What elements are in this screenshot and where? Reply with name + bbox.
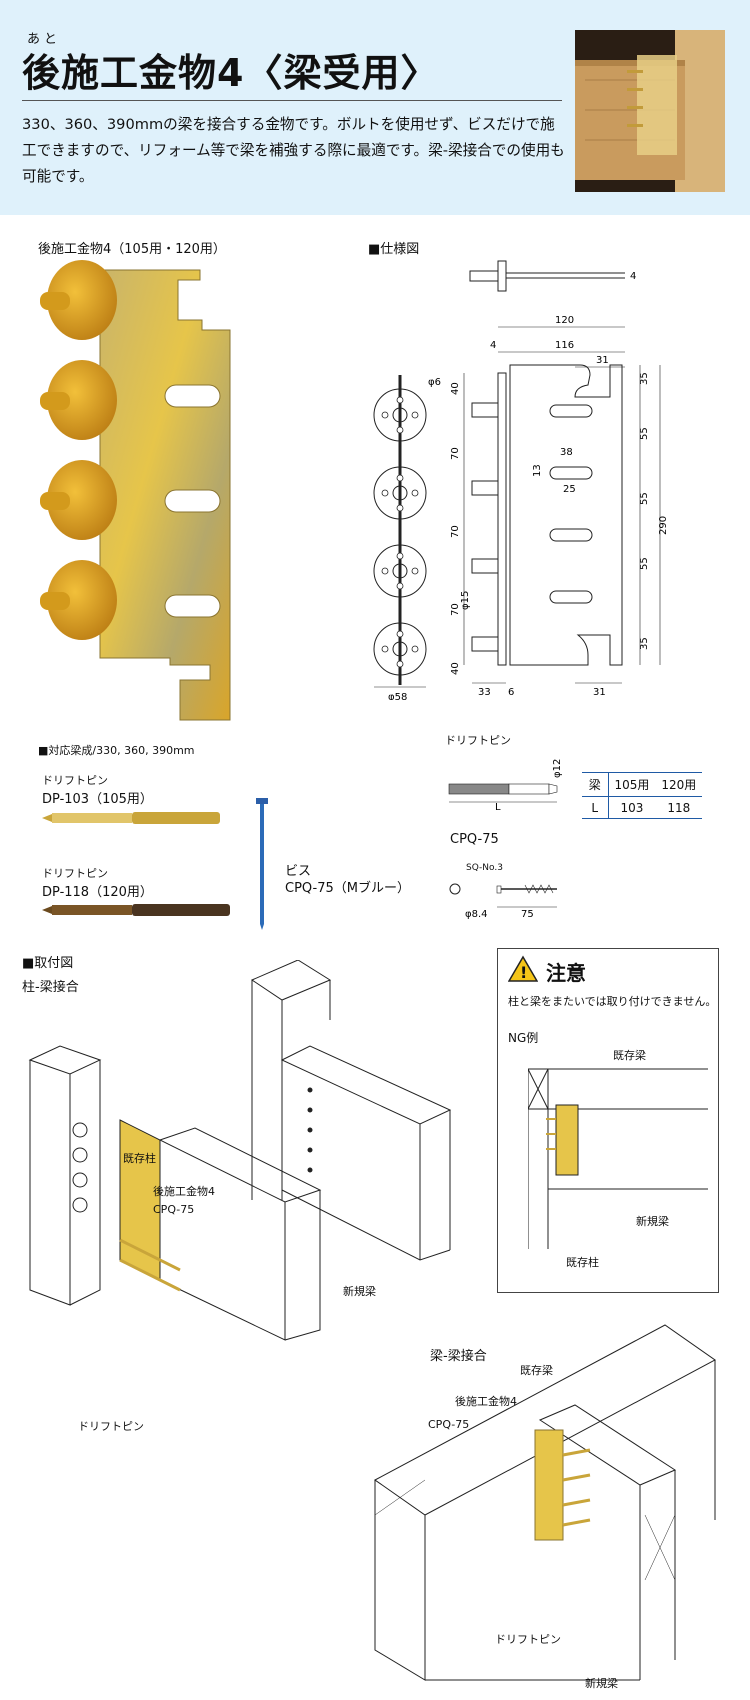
cpq-drawing: φ8.4 75 <box>449 883 557 920</box>
product-photo <box>40 260 231 721</box>
dim-116: 116 <box>555 340 574 351</box>
dim-25: 25 <box>563 484 576 495</box>
drift-pin-L: L <box>495 802 501 810</box>
cpq-75: 75 <box>521 909 534 920</box>
dim-70-1: 70 <box>450 447 461 460</box>
phi15: φ15 <box>460 591 471 610</box>
cpq-label: CPQ-75 <box>153 1203 195 1216</box>
dim-31-top: 31 <box>596 355 609 366</box>
dim-13: 13 <box>532 464 543 477</box>
bb-metal: 後施工金物4 <box>455 1395 517 1408</box>
dim-70-3: 70 <box>450 603 461 616</box>
header-band: あと 後施工金物4〈梁受用〉 330、360、390mmの梁を接合する金物です。… <box>0 0 750 215</box>
page-title: 後施工金物4〈梁受用〉 <box>22 51 440 95</box>
dim-4-top: 4 <box>630 271 636 282</box>
existing-column-label: 既存柱 <box>123 1152 156 1165</box>
caution-new-beam: 新規梁 <box>636 1215 669 1228</box>
header-photo <box>575 30 725 192</box>
warning-icon: ! <box>508 955 538 982</box>
table-header-cell: 120用 <box>655 772 703 797</box>
svg-text:!: ! <box>520 963 527 982</box>
ng-example-drawing <box>528 1068 708 1249</box>
caution-ng: NG例 <box>508 1031 539 1045</box>
beam-height-note: ■対応梁成/330, 360, 390mm <box>38 744 195 757</box>
install-title: ■取付図 <box>22 956 74 971</box>
drift-pin-label: ドリフトピン <box>78 1420 144 1433</box>
table-header-cell: 105用 <box>608 772 656 797</box>
screw-photo <box>256 798 268 930</box>
screw-label: ビス <box>285 864 312 879</box>
beam-beam-drawing <box>374 1324 716 1681</box>
dim-70-2: 70 <box>450 525 461 538</box>
dim-38: 38 <box>560 447 573 458</box>
bb-drift-pin: ドリフトピン <box>495 1633 561 1646</box>
dim-4: 4 <box>490 340 496 351</box>
table-cell: 103 <box>608 796 656 819</box>
table-cell: 118 <box>655 796 703 819</box>
table-row: L 103 118 <box>582 796 703 819</box>
beam-beam-title: 梁-梁接合 <box>430 1349 487 1364</box>
new-beam-label: 新規梁 <box>343 1285 376 1298</box>
dim-35-top: 35 <box>639 372 650 385</box>
cpq-title: CPQ-75 <box>450 832 499 847</box>
dim-120: 120 <box>555 315 574 326</box>
dim-40-top: 40 <box>450 382 461 395</box>
dim-290: 290 <box>658 516 669 535</box>
product-title: 後施工金物4（105用・120用） <box>38 242 226 257</box>
title-ruby: あと <box>27 32 62 47</box>
spec-title: ■仕様図 <box>368 242 420 257</box>
column-beam-drawing <box>28 960 452 1341</box>
dp103-photo <box>42 812 220 824</box>
caution-box: ! 注意 柱と梁をまたいでは取り付けできません。 NG例 既存梁 新規梁 既存柱 <box>497 948 719 1293</box>
dp118-label: ドリフトピン <box>42 867 108 880</box>
table-cell: L <box>582 796 609 819</box>
dim-55-3: 55 <box>639 557 650 570</box>
dim-35-bot: 35 <box>639 637 650 650</box>
drift-pin-drawing: φ12 L <box>448 759 563 810</box>
caution-text: 柱と梁をまたいでは取り付けできません。 <box>508 995 717 1008</box>
bb-existing-beam: 既存梁 <box>520 1364 553 1377</box>
dp103-code: DP-103（105用） <box>42 792 153 807</box>
bb-cpq: CPQ-75 <box>428 1418 470 1431</box>
dim-55-1: 55 <box>639 427 650 440</box>
caution-existing-column: 既存柱 <box>566 1256 599 1269</box>
caution-existing-beam: 既存梁 <box>613 1049 646 1062</box>
cpq-sq: SQ-No.3 <box>466 863 503 873</box>
title-divider <box>22 100 562 101</box>
screw-code: CPQ-75（Mブルー） <box>285 881 410 896</box>
caution-title: 注意 <box>546 961 586 985</box>
bb-new-beam: 新規梁 <box>585 1677 618 1690</box>
table-row: 梁 105用 120用 <box>582 772 703 797</box>
dim-40-bot: 40 <box>450 662 461 675</box>
dim-55-2: 55 <box>639 492 650 505</box>
dp103-label: ドリフトピン <box>42 774 108 787</box>
product-description: 330、360、390mmの梁を接合する金物です。ボルトを使用せず、ビスだけで施… <box>22 116 565 185</box>
cpq-phi84: φ8.4 <box>465 909 488 920</box>
dim-33: 33 <box>478 687 491 698</box>
drift-pin-title: ドリフトピン <box>445 734 511 747</box>
install-subtitle: 柱-梁接合 <box>22 980 79 995</box>
dim-6: 6 <box>508 687 514 698</box>
dp118-photo <box>42 904 230 916</box>
phi12: φ12 <box>552 759 563 778</box>
phi58: φ58 <box>388 692 407 700</box>
metal-label: 後施工金物4 <box>153 1185 215 1198</box>
dp118-code: DP-118（120用） <box>42 885 153 900</box>
spec-diagram: 4 120 4 116 31 φ6 φ58 40 70 70 70 40 φ15 <box>373 260 669 700</box>
table-header-cell: 梁 <box>582 772 609 797</box>
phi6: φ6 <box>428 377 441 388</box>
drift-pin-table: 梁 105用 120用 L 103 118 <box>582 772 703 819</box>
dim-31-bot: 31 <box>593 687 606 698</box>
